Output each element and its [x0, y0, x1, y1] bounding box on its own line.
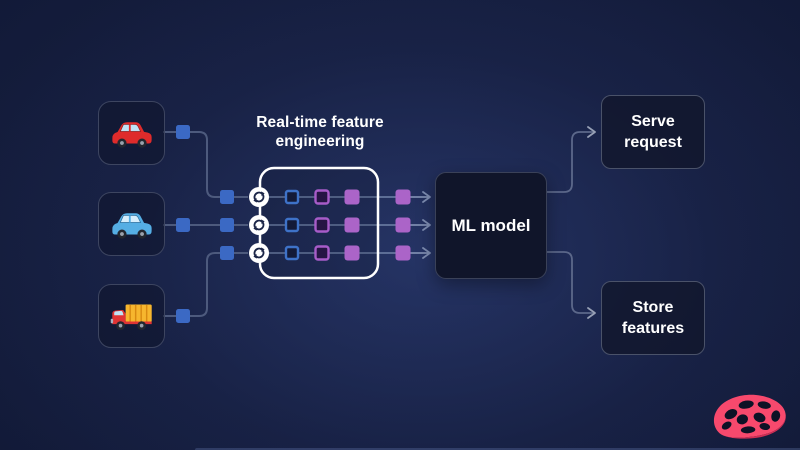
purple-solid-squares-output [395, 189, 411, 261]
sync-icon [249, 215, 269, 235]
blue-data-squares [176, 125, 234, 323]
store-features-label: Store features [621, 299, 685, 337]
delivery-truck-icon [110, 304, 152, 331]
store-features-box: Store features [601, 281, 705, 355]
source-box-blue-car [98, 192, 165, 256]
connector-serve [545, 126, 596, 193]
sync-icons [249, 187, 269, 263]
blue-outline-squares [284, 189, 300, 261]
blue-car-icon [111, 213, 152, 239]
source-box-truck [98, 284, 165, 348]
connector-store [545, 251, 596, 319]
ml-model-label: ML model [451, 215, 531, 235]
bottom-edge-highlight [195, 448, 800, 450]
connector-red-car [163, 131, 248, 198]
red-car-icon [111, 122, 152, 148]
ml-model-box: ML model [435, 172, 547, 279]
sync-icon [249, 187, 269, 207]
brain-logo [713, 394, 786, 439]
purple-outline-squares [314, 189, 330, 261]
source-box-red-car [98, 101, 165, 165]
serve-request-box: Serve request [601, 95, 705, 169]
arrows-into-ml [410, 191, 431, 259]
purple-solid-squares-inside [344, 189, 360, 261]
sync-icon [249, 243, 269, 263]
serve-request-label: Serve request [624, 113, 682, 151]
feature-engineering-title: Real-time feature engineering [256, 114, 384, 150]
connector-truck [163, 252, 248, 317]
